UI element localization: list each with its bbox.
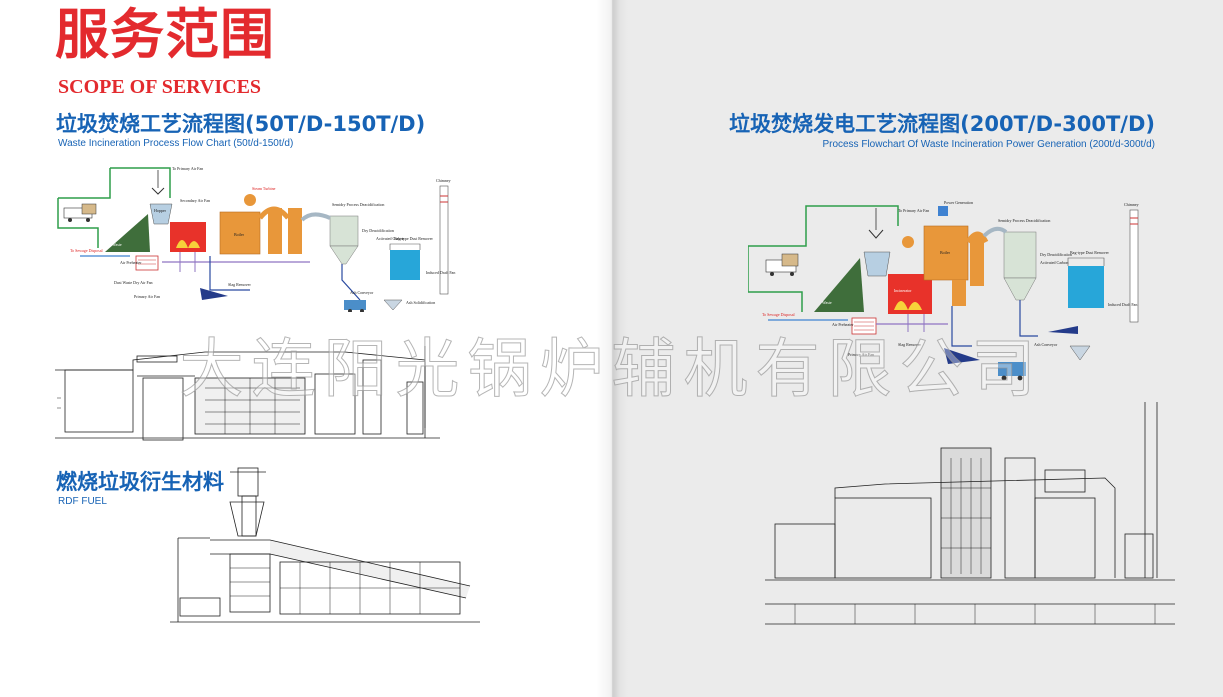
page-title-en: SCOPE OF SERVICES xyxy=(58,76,262,98)
label-secondary-air-fan: Secondary Air Fan xyxy=(180,198,210,203)
label-bag-filter-power: Bag-type Dust Remover xyxy=(1070,250,1110,255)
label-induced-draft-fan-power: Induced Draft Fan xyxy=(1108,302,1137,307)
label-waste-pit: Waste xyxy=(112,242,122,247)
label-dust-fan: Dust Waste Dry Air Fan xyxy=(114,280,153,285)
right-page xyxy=(612,0,1223,697)
section-subtitle-rdf: RDF FUEL xyxy=(58,496,107,507)
label-chimney: Chimney xyxy=(436,178,451,183)
plant-elevation-drawing-power xyxy=(765,402,1175,625)
label-bag-filter: Bag-type Dust Remover xyxy=(394,236,434,241)
label-induced-draft-fan: Induced Draft Fan xyxy=(426,270,455,275)
label-primary-air-fan-top: To Primary Air Fan xyxy=(172,166,203,171)
label-waste-pit-power: Waste xyxy=(822,300,832,305)
label-primary-air-fan: Primary Air Fan xyxy=(134,294,160,299)
process-flow-diagram-small: To Primary Air Fan Secondary Air Fan Ste… xyxy=(57,166,455,312)
process-flow-diagram-power: Power Generation To Primary Air Fan Boil… xyxy=(748,200,1139,381)
label-chimney-power: Chimney xyxy=(1124,202,1139,207)
label-boiler: Boiler xyxy=(234,232,245,237)
label-incinerator: Incinerator xyxy=(894,288,912,293)
label-dry-deacidification: Dry Deacidification xyxy=(362,228,394,233)
section-subtitle-small-incineration: Waste Incineration Process Flow Chart (5… xyxy=(58,138,294,149)
label-air-preheater: Air Preheater xyxy=(120,260,142,265)
label-hopper: Hopper xyxy=(154,208,167,213)
label-sewage-power: To Sewage Disposal xyxy=(762,312,795,317)
label-sewage: To Sewage Disposal xyxy=(70,248,103,253)
label-ash-conveyor-power: Ash Conveyor xyxy=(1034,342,1058,347)
label-primary-air-fan-top-power: To Primary Air Fan xyxy=(898,208,929,213)
label-primary-air-fan-power: Primary Air Fan xyxy=(848,352,874,357)
plant-elevation-drawing-small xyxy=(55,346,440,441)
label-boiler-power: Boiler xyxy=(940,250,951,255)
label-ash-solidification: Ash Solidification xyxy=(406,300,435,305)
section-subtitle-power-generation: Process Flowchart Of Waste Incineration … xyxy=(822,139,1155,150)
label-semidry-power: Semidry Process Deacidification xyxy=(998,218,1050,223)
section-title-power-generation: 垃圾焚烧发电工艺流程图(200T/D-300T/D) xyxy=(729,112,1155,136)
label-semidry: Semidry Process Deacidification xyxy=(332,202,384,207)
label-slag-remover: Slag Remover xyxy=(228,282,251,287)
section-title-rdf: 燃烧垃圾衍生材料 xyxy=(56,470,224,494)
label-power-generation: Power Generation xyxy=(944,200,973,205)
left-page xyxy=(0,0,612,697)
label-activated-carbon: Activated Carbon xyxy=(376,236,404,241)
label-activated-carbon-power: Activated Carbon xyxy=(1040,260,1068,265)
label-slag-remover-power: Slag Remover xyxy=(898,342,921,347)
section-title-small-incineration: 垃圾焚烧工艺流程图(50T/D-150T/D) xyxy=(56,112,426,136)
label-air-preheater-power: Air Preheater xyxy=(832,322,854,327)
page-title-cn: 服务范围 xyxy=(55,3,275,66)
label-dry-deacidification-power: Dry Deacidification xyxy=(1040,252,1072,257)
label-ash-conveyor: Ash Conveyor xyxy=(350,290,374,295)
page-gutter-shadow xyxy=(596,0,628,697)
rdf-fuel-drawing xyxy=(170,467,480,623)
label-steam-turbine: Steam Turbine xyxy=(252,186,276,191)
